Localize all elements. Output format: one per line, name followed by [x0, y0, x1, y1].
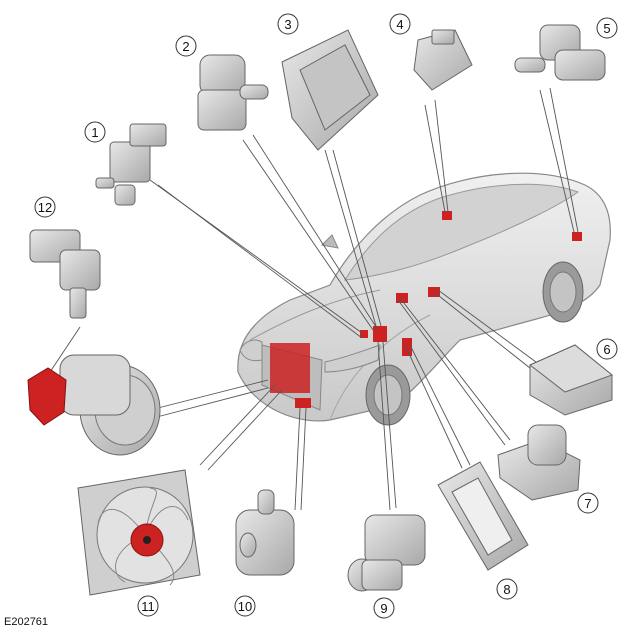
part-2-auxiliary-pump: [197, 54, 269, 131]
svg-text:5: 5: [603, 21, 610, 36]
callout-5: 5: [596, 17, 618, 39]
svg-text:2: 2: [182, 39, 189, 54]
part-6-control-box: [529, 344, 614, 416]
part-5-valve: [514, 24, 606, 81]
marker-4: [442, 211, 452, 220]
svg-text:6: 6: [603, 342, 610, 357]
svg-text:8: 8: [503, 582, 510, 597]
svg-text:7: 7: [584, 496, 591, 511]
figure-id: E202761: [4, 616, 49, 628]
vehicle: [237, 172, 611, 426]
part-8-junction-box: [437, 461, 529, 571]
part-10-coolant-pump: [235, 489, 295, 576]
grille-module-marker: [270, 343, 310, 393]
callout-7: 7: [577, 492, 599, 514]
throttle-body: [27, 354, 161, 456]
callout-8: 8: [496, 578, 518, 600]
callout-1: 1: [84, 121, 106, 143]
part-7-switch: [497, 424, 581, 501]
callout-2: 2: [175, 35, 197, 57]
leader-lines: [49, 87, 579, 511]
marker-1: [360, 330, 368, 338]
marker-7: [396, 293, 408, 303]
marker-10: [295, 398, 311, 408]
svg-text:12: 12: [38, 200, 52, 215]
svg-text:1: 1: [91, 125, 98, 140]
callout-6: 6: [596, 338, 618, 360]
marker-9: [373, 326, 387, 342]
callout-11: 11: [137, 595, 159, 617]
marker-5: [572, 232, 582, 241]
svg-text:3: 3: [284, 17, 291, 32]
svg-text:11: 11: [141, 599, 155, 614]
callout-4: 4: [389, 13, 411, 35]
svg-text:9: 9: [380, 601, 387, 616]
marker-8: [402, 338, 412, 356]
part-3-control-module: [281, 29, 379, 151]
part-4-module: [413, 29, 473, 91]
callout-9: 9: [373, 597, 395, 619]
part-11-cooling-fan: [77, 469, 201, 596]
svg-text:10: 10: [238, 599, 252, 614]
part-1-solenoid-valve: [95, 123, 167, 206]
svg-text:4: 4: [396, 17, 403, 32]
callout-12: 12: [34, 196, 56, 218]
callout-3: 3: [277, 13, 299, 35]
part-9-actuator: [347, 514, 426, 592]
part-12-sensor: [29, 229, 101, 319]
callout-10: 10: [234, 595, 256, 617]
